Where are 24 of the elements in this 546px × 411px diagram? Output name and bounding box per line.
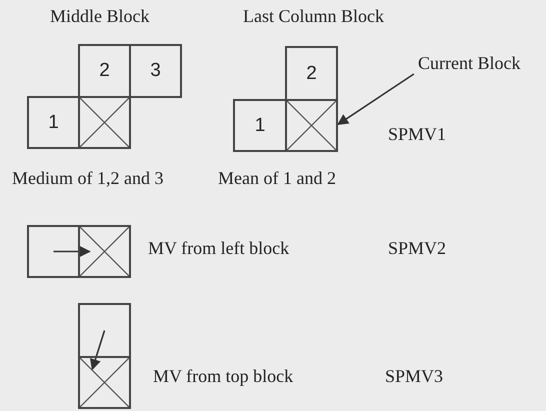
crossed-block bbox=[78, 96, 131, 149]
callout-text: Current Block bbox=[418, 53, 520, 74]
crossed-block bbox=[78, 356, 131, 409]
numbered-block: 1 bbox=[233, 99, 287, 152]
numbered-block: 1 bbox=[27, 96, 80, 149]
description-text: MV from top block bbox=[153, 366, 294, 387]
arrow bbox=[54, 246, 91, 258]
crossed-block bbox=[78, 225, 131, 278]
empty-block bbox=[78, 303, 131, 358]
block-heading: Last Column Block bbox=[243, 6, 384, 27]
arrow bbox=[90, 330, 106, 370]
caption-text: Medium of 1,2 and 3 bbox=[12, 168, 164, 189]
crossed-block bbox=[285, 99, 338, 152]
block-heading: Middle Block bbox=[50, 6, 150, 27]
empty-block bbox=[27, 225, 80, 278]
caption-text: Mean of 1 and 2 bbox=[218, 168, 336, 189]
numbered-block: 2 bbox=[78, 44, 131, 98]
mode-label: SPMV2 bbox=[388, 238, 446, 259]
description-text: MV from left block bbox=[148, 238, 290, 259]
mode-label: SPMV3 bbox=[385, 366, 444, 387]
numbered-block: 2 bbox=[285, 46, 338, 101]
numbered-block: 3 bbox=[129, 44, 182, 98]
arrow bbox=[337, 73, 414, 126]
mode-label: SPMV1 bbox=[388, 124, 446, 145]
